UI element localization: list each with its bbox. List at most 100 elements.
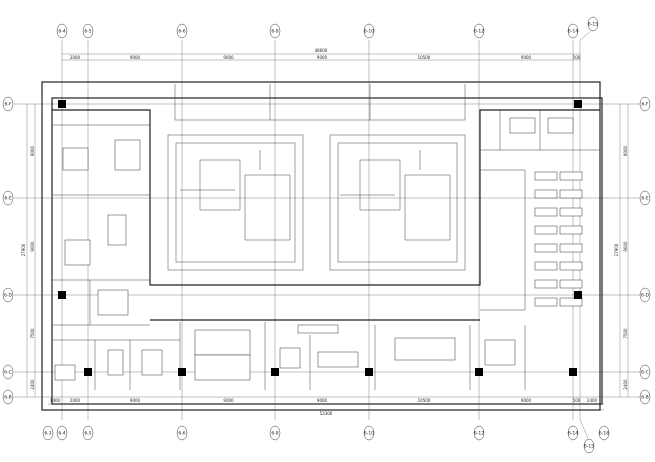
courtyard-right <box>329 134 466 271</box>
dimension-text: 9000 <box>317 55 328 60</box>
axis-bubble <box>639 364 651 380</box>
dimension-text: 9000 <box>623 145 628 156</box>
desk <box>559 243 583 253</box>
desk <box>534 243 558 253</box>
dimension-text: 9000 <box>521 55 532 60</box>
desk <box>559 207 583 217</box>
axis-bubble <box>473 23 485 39</box>
column <box>58 100 66 108</box>
axis-label: 6-15 <box>584 444 594 450</box>
dimension-text: 9000 <box>623 241 628 252</box>
axis-label: 6-12 <box>474 29 484 35</box>
axis-label: 6-10 <box>364 431 374 437</box>
axis-bubble <box>639 287 651 303</box>
axis-bubble <box>363 425 375 441</box>
axis-label: 6-4 <box>58 431 65 437</box>
leader-line <box>579 30 592 41</box>
desk <box>559 171 583 181</box>
bottom-wing-rooms <box>179 322 526 390</box>
axis-label: 6-6 <box>178 431 185 437</box>
column <box>574 291 582 299</box>
axis-bubble <box>269 425 281 441</box>
right-wing-rooms <box>480 110 600 311</box>
column <box>178 368 186 376</box>
dimension-text: 27900 <box>21 243 26 256</box>
column <box>475 368 483 376</box>
dimension-text: 10500 <box>418 398 431 403</box>
axis-bubble <box>567 23 579 39</box>
dimension-text: 9000 <box>521 398 532 403</box>
dimension-text: 9000 <box>130 55 141 60</box>
desk <box>534 171 558 181</box>
axis-label: 6-5 <box>84 431 91 437</box>
left-wing-rooms <box>52 124 180 390</box>
desk <box>559 225 583 235</box>
dimension-text: 2000 <box>70 55 81 60</box>
dimension-text: 9000 <box>317 398 328 403</box>
axis-label: 6-3 <box>44 431 51 437</box>
axis-label: 6-15 <box>588 22 598 28</box>
axis-bubble <box>269 23 281 39</box>
axis-label: 6-B <box>4 395 11 401</box>
axis-bubble <box>473 425 485 441</box>
axis-label: 6-E <box>4 196 11 202</box>
column <box>271 368 279 376</box>
axis-bubble <box>567 425 579 441</box>
desk <box>534 207 558 217</box>
column <box>58 291 66 299</box>
dimension-text: 9000 <box>130 398 141 403</box>
axis-bubble <box>2 364 14 380</box>
column <box>84 368 92 376</box>
dimension-text: 2400 <box>30 379 35 390</box>
dimension-text: 27900 <box>614 243 619 256</box>
axis-bubble <box>2 389 14 405</box>
axis-label: 6-14 <box>568 29 578 35</box>
axis-bubble <box>176 23 188 39</box>
axis-label: 6-C <box>641 370 649 376</box>
dimension-text: 2400 <box>623 379 628 390</box>
dimension-text: 9000 <box>30 241 35 252</box>
dimension-text: 2400 <box>587 398 598 403</box>
axis-bubble <box>363 23 375 39</box>
dimension-text: 500 <box>573 398 581 403</box>
axis-bubble <box>2 287 14 303</box>
desk <box>559 279 583 289</box>
axis-label: 6-10 <box>364 29 374 35</box>
dimension-text: 48600 <box>315 48 328 53</box>
desk <box>534 261 558 271</box>
axis-bubble <box>56 23 68 39</box>
column <box>569 368 577 376</box>
axis-bubble <box>56 425 68 441</box>
axis-bubble <box>176 425 188 441</box>
axis-label: 6-B <box>641 395 648 401</box>
axis-label: 6-16 <box>599 431 609 437</box>
desk <box>559 189 583 199</box>
axis-bubble <box>583 438 595 454</box>
axis-label: 6-8 <box>271 431 278 437</box>
axis-bubble <box>82 23 94 39</box>
desk <box>559 297 583 307</box>
axis-bubble <box>587 16 599 32</box>
dimension-text: 7500 <box>30 328 35 339</box>
dimension-text: 9000 <box>30 145 35 156</box>
desk <box>534 297 558 307</box>
dimension-text: 9000 <box>223 55 234 60</box>
desk <box>534 225 558 235</box>
dimension-text: 1400 <box>50 398 61 403</box>
axis-label: 6-12 <box>474 431 484 437</box>
axis-label: 6-F <box>4 102 11 108</box>
dimension-text: 53300 <box>320 411 333 416</box>
dimension-lines: 48600 2000 9000 9000 9000 10500 9000 500 53300 14… <box>21 48 629 416</box>
leader-line <box>579 419 589 439</box>
desk <box>559 261 583 271</box>
axis-label: 6-E <box>641 196 648 202</box>
dimension-text: 7500 <box>623 328 628 339</box>
column <box>574 100 582 108</box>
desk <box>534 279 558 289</box>
axis-label: 6-14 <box>568 431 578 437</box>
dimension-text: 9000 <box>223 398 234 403</box>
axis-bubble <box>42 425 54 441</box>
axis-label: 6-F <box>641 102 648 108</box>
entrance-canopy <box>174 84 466 121</box>
